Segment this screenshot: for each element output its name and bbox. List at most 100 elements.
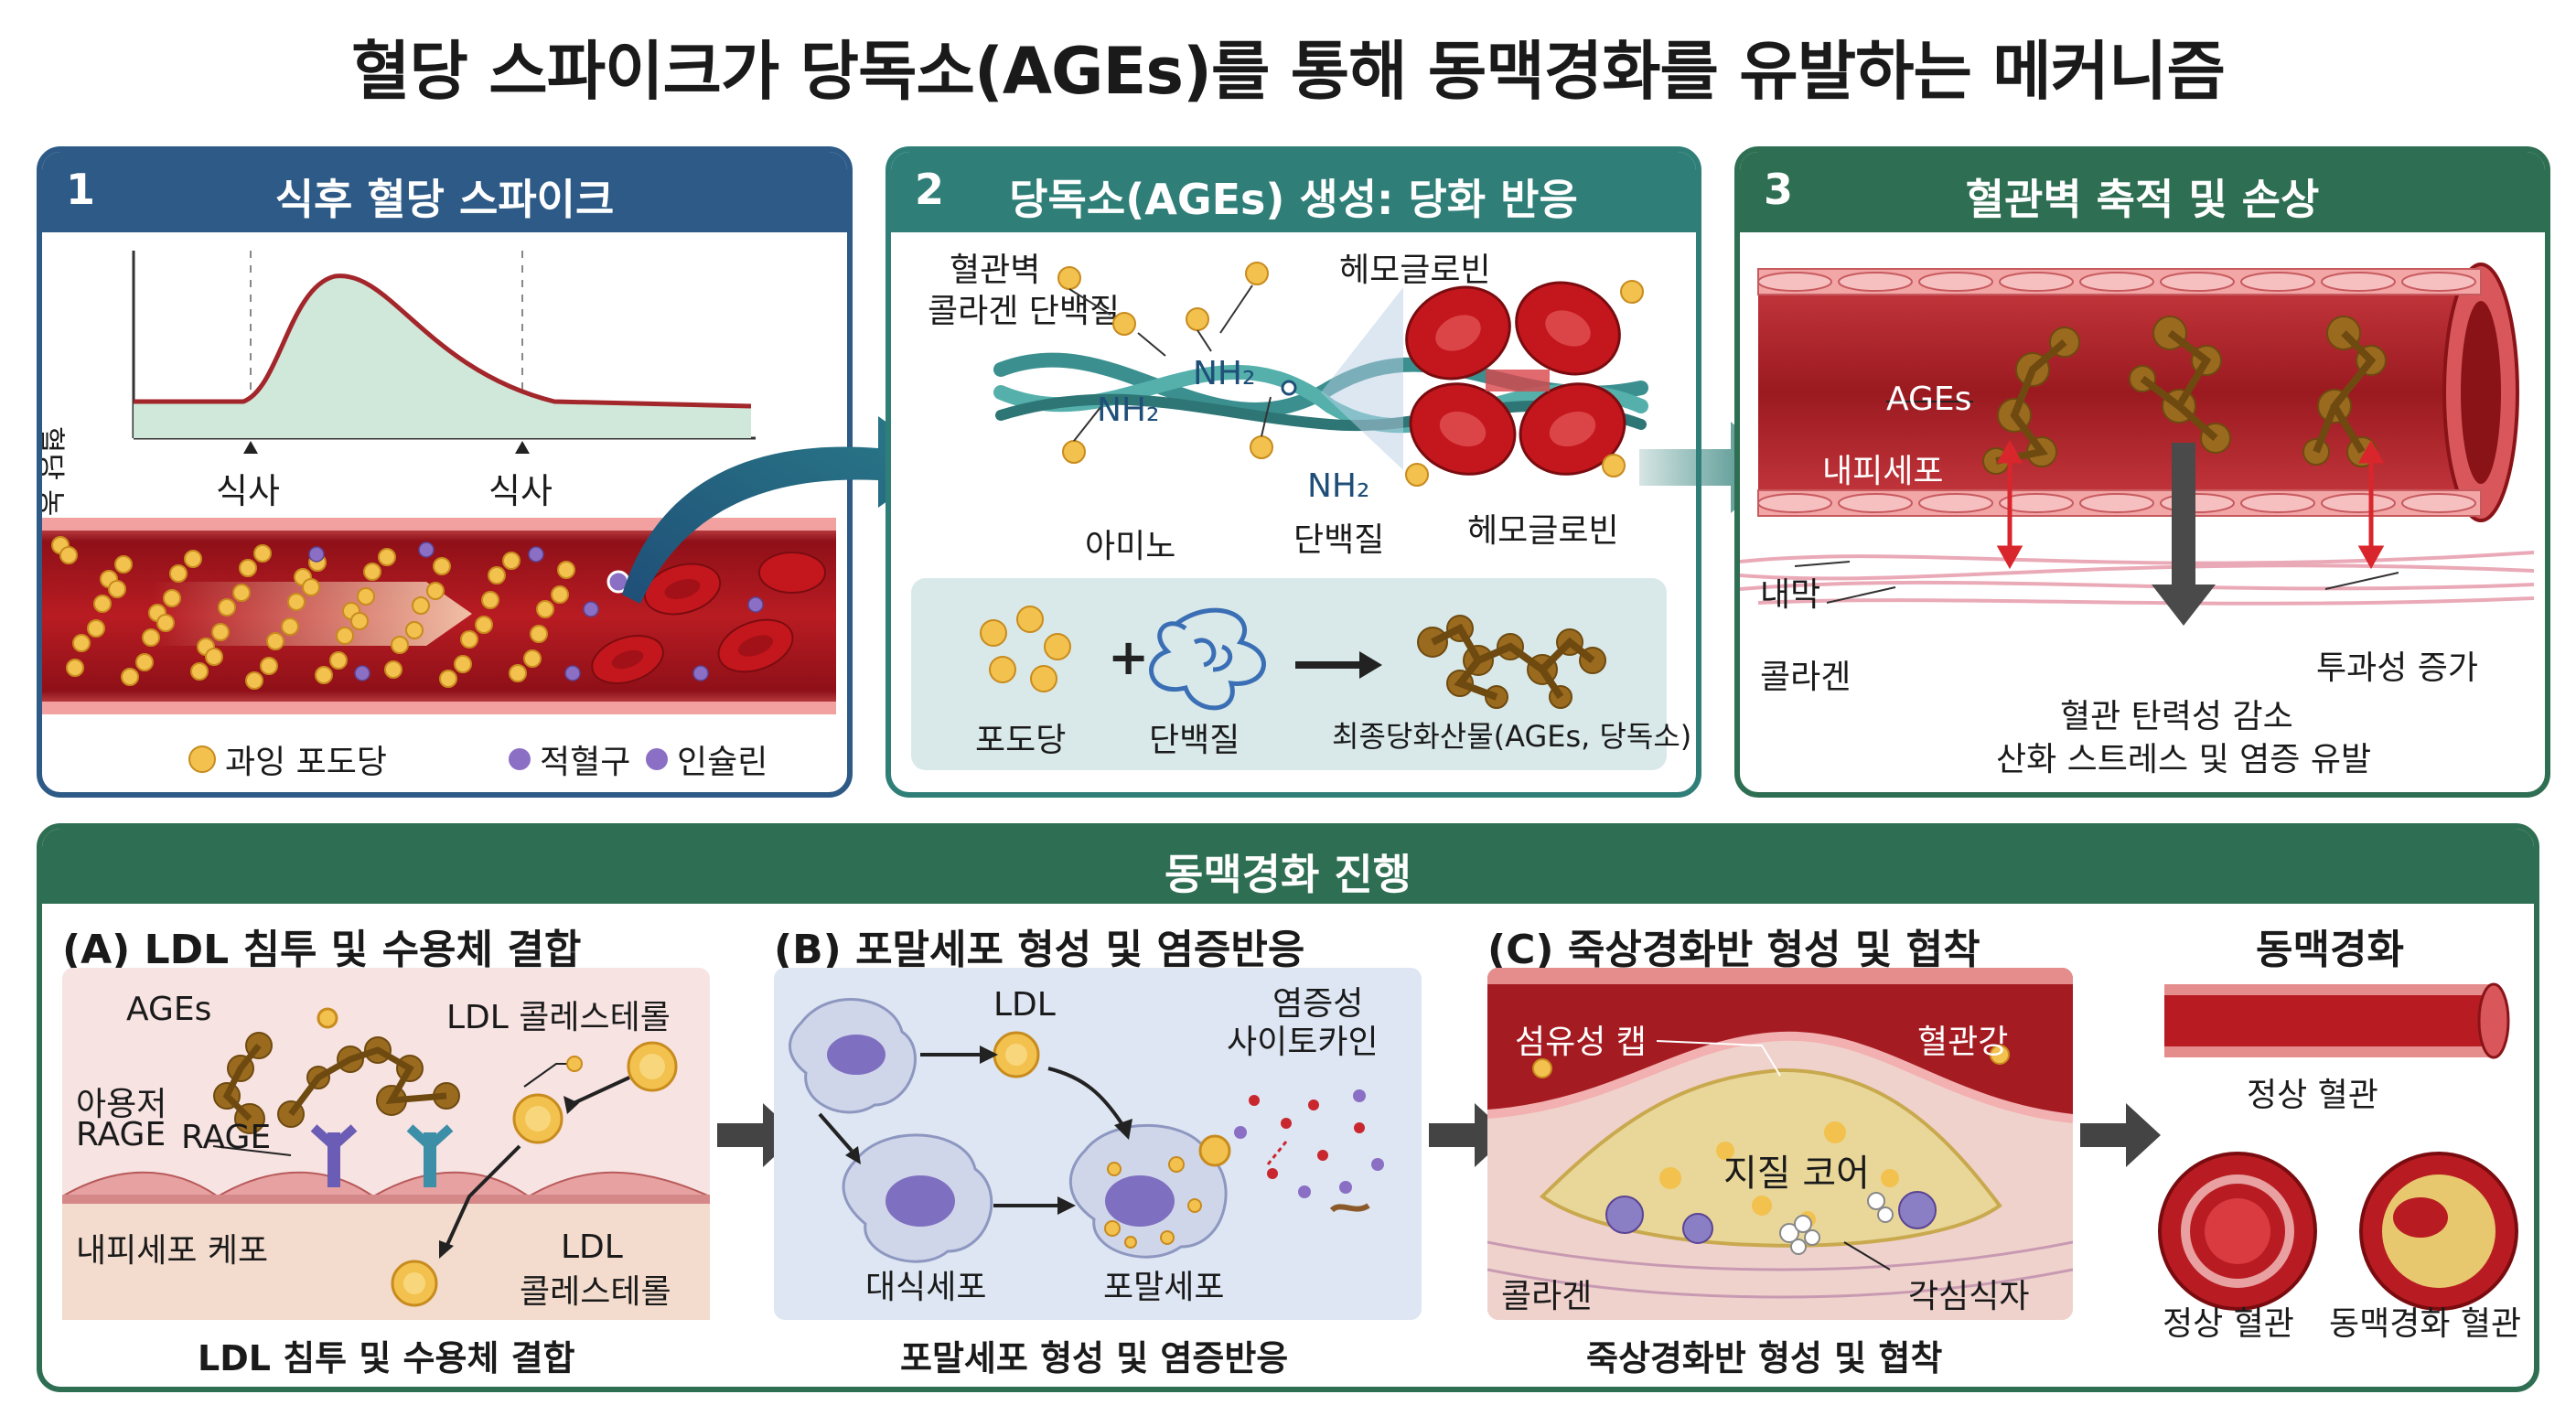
- glucose-particle: [163, 589, 181, 607]
- panel-vessel-damage: 3 혈관벽 축적 및 손상: [1734, 146, 2550, 798]
- glucose-particle: [412, 596, 430, 615]
- permeability-label: 투과성 증가: [2316, 649, 2479, 687]
- glucose-curve-fill: [134, 275, 751, 438]
- glucose-particle: [72, 634, 91, 652]
- endothelial-cell: [2160, 272, 2235, 292]
- glucose-particle: [460, 630, 478, 649]
- endothelial-cell: [2401, 272, 2476, 292]
- c-collagen-label: 콜라겐: [1501, 1278, 1593, 1315]
- section-a-box: AGEs LDL 콜레스테롤 아용저 RAGE RAGE 내피세포 케포 LDL…: [62, 968, 710, 1320]
- section-a-title: (A) LDL 침투 및 수용체 결합: [62, 927, 582, 973]
- meal-label-2: 식사: [488, 471, 553, 511]
- collagen-helix-illustration: [993, 262, 1648, 487]
- svg-text:+: +: [1108, 628, 1149, 686]
- section-c-box: 섬유성 캡 혈관강 지질 코어 콜라겐 각심식자: [1487, 968, 2073, 1320]
- glucose-particle: [142, 628, 160, 647]
- endothelial-cell: [1918, 272, 1993, 292]
- collagen-label-1: 혈관벽: [950, 252, 1041, 289]
- collagen-label-2: 콜라겐 단백질: [928, 293, 1121, 330]
- vessel-comparison-illustration: [2158, 982, 2518, 1311]
- panel-number: 3: [1764, 165, 1794, 214]
- panel-number: 1: [66, 165, 96, 214]
- glucose-particle: [287, 593, 306, 611]
- glucose-particle: [475, 616, 493, 634]
- glucose-particle: [405, 621, 424, 639]
- glucose-particle: [523, 649, 542, 668]
- glucose-particle: [329, 651, 348, 670]
- glucose-particle: [211, 623, 230, 641]
- d-normal-label: 정상 혈관: [2247, 1077, 2378, 1114]
- section-b-caption: 포말세포 형성 및 염증반응: [900, 1338, 1289, 1378]
- section-c-title: (C) 죽상경화반 형성 및 협착: [1487, 927, 1980, 973]
- glucose-particle: [121, 668, 139, 686]
- nh2-label-3: NH₂: [1307, 467, 1370, 505]
- panel-header: 1 식후 혈당 스파이크: [42, 152, 847, 232]
- collagen-label: 콜라겐: [1760, 659, 1852, 696]
- panel-title: 당독소(AGEs) 생성: 당화 반응: [1009, 175, 1578, 224]
- page-title: 혈당 스파이크가 당독소(AGEs)를 통해 동맥경화를 유발하는 메커니즘: [351, 34, 2226, 109]
- glucose-particle: [205, 648, 223, 666]
- endothelial-cell: [1757, 272, 1832, 292]
- b-macrophage-label: 대식세포: [865, 1269, 987, 1306]
- glucose-particle: [66, 659, 84, 677]
- intima-label: 내막: [1760, 576, 1821, 614]
- glucose-particle: [302, 578, 320, 596]
- b-ldl-label: LDL: [993, 986, 1056, 1024]
- panel-title: 식후 혈당 스파이크: [274, 175, 615, 224]
- glucose-particle: [363, 563, 381, 581]
- glucose-particle: [260, 657, 278, 675]
- glucose-particle: [536, 600, 554, 618]
- glucose-particle: [281, 617, 299, 636]
- panel-header: 2 당독소(AGEs) 생성: 당화 반응: [891, 152, 1696, 232]
- nh2-label-1: NH₂: [1097, 391, 1160, 429]
- curved-arrow-icon: [622, 416, 942, 604]
- eq-ages-label: 최종당화산물(AGEs, 당독소): [1332, 719, 1692, 754]
- panel-title: 동맥경화 진행: [1165, 850, 1411, 899]
- a-ldl2-label-1: LDL: [561, 1228, 623, 1266]
- a-ages-label: AGEs: [126, 991, 212, 1028]
- glucose-particle: [378, 548, 396, 566]
- endothelial-cell: [2079, 493, 2154, 513]
- legend-rbc-label: 적혈구: [540, 744, 631, 781]
- endothelial-cell: [2240, 493, 2315, 513]
- b-foam-label: 포말세포: [1103, 1269, 1225, 1306]
- glucose-particle: [315, 666, 333, 684]
- hemoglobin-top-label: 헤모글로빈: [1339, 252, 1491, 289]
- arrow-right-icon: [2080, 1103, 2161, 1167]
- protein-label: 단백질: [1293, 521, 1385, 559]
- endothelial-cell: [2321, 272, 2396, 292]
- c-core-label: 지질 코어: [1723, 1153, 1870, 1195]
- panel-header: 동맥경화 진행: [42, 829, 2534, 904]
- glucose-particle: [218, 598, 236, 617]
- plaque-illustration: [1487, 968, 2073, 1320]
- result-label-1: 혈관 탄력성 감소: [2060, 698, 2293, 735]
- legend-glucose-label: 과잉 포도당: [225, 744, 388, 781]
- eq-glucose-label: 포도당: [975, 722, 1067, 759]
- glycation-equation-box: + 포도당 단백질 최종당화산물(AGEs, 당독소): [911, 578, 1691, 770]
- glucose-particle: [93, 595, 112, 613]
- legend-insulin: 인슐린: [646, 735, 767, 783]
- d-athero-label: 동맥경화 혈관: [2329, 1305, 2522, 1343]
- glucose-particle: [156, 614, 175, 632]
- glucose-dot-icon: [188, 745, 216, 773]
- legend-insulin-label: 인슐린: [677, 744, 768, 781]
- b-cytokine-label-1: 염증성: [1272, 985, 1364, 1023]
- glucose-curve-chart: [132, 251, 756, 454]
- glucose-particle: [169, 564, 188, 583]
- endothelial-cell: [1838, 493, 1913, 513]
- endothelium-label: 내피세포: [1822, 453, 1944, 490]
- eq-protein-label: 단백질: [1149, 722, 1240, 759]
- glucose-particle: [253, 544, 272, 563]
- c-cap-label: 섬유성 캡: [1515, 1024, 1647, 1061]
- vessel-wall-illustration: [1740, 263, 2534, 626]
- result-label-2: 산화 스트레스 및 염증 유발: [1996, 741, 2372, 778]
- glucose-particle: [87, 619, 105, 638]
- glucose-particle: [184, 550, 202, 568]
- c-lumen-label: 혈관강: [1917, 1024, 2009, 1061]
- section-b-box: LDL 염증성 사이토카인 대식세포 포말세포: [774, 968, 1422, 1320]
- section-d-title: 동맥경화: [2256, 927, 2404, 973]
- panel-atherosclerosis-progression: 동맥경화 진행 (A) LDL 침투 및 수용체 결합: [37, 823, 2539, 1392]
- glucose-particle: [336, 627, 354, 645]
- endothelial-cell: [2079, 272, 2154, 292]
- blood-vessel-illustration: [42, 518, 836, 714]
